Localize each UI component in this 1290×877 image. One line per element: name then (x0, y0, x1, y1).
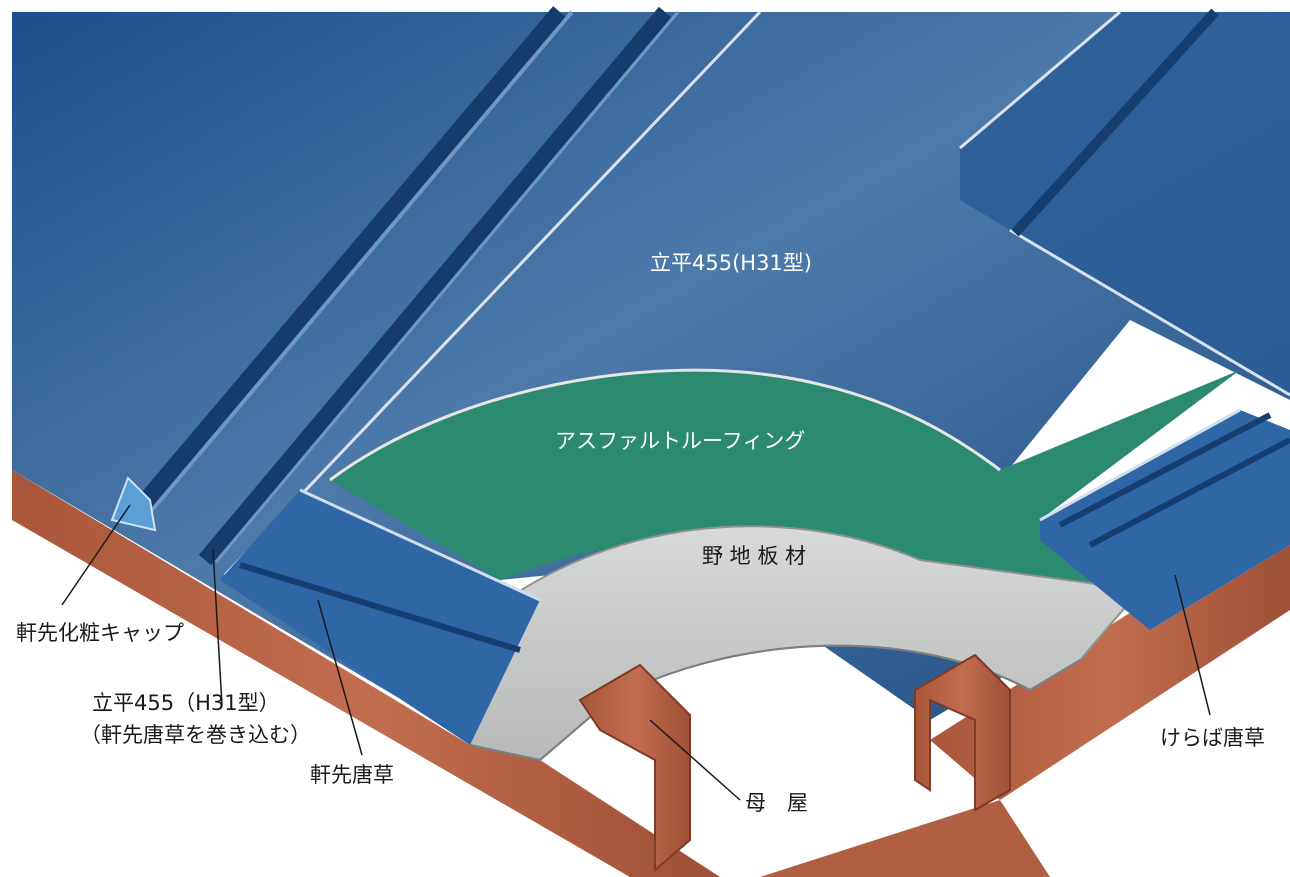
asphalt-roofing (330, 370, 1240, 610)
label-panel-line2: （軒先唐草を巻き込む） (80, 723, 311, 747)
purlin-right (914, 653, 1011, 812)
standing-seam-1 (123, 6, 567, 526)
label-asphalt: アスファルトルーフィング (555, 429, 805, 453)
label-eave-cap: 軒先化粧キャップ (16, 621, 184, 645)
leader-panel (212, 549, 223, 706)
label-sheathing: 野 地 板 材 (702, 544, 806, 568)
label-panel-line1: 立平455（H31型） (92, 691, 280, 715)
eave-cap (110, 476, 157, 532)
purlin-left (578, 663, 691, 873)
label-main-panel: 立平455(H31型) (650, 251, 812, 275)
eave-flashing (220, 490, 540, 745)
leader-eave-cap (61, 504, 131, 606)
leader-purlin (649, 719, 741, 801)
fascia-left (12, 470, 720, 877)
roof-step-right (960, 12, 1290, 395)
fascia-right (930, 545, 1290, 800)
fascia-right-lower (760, 800, 1050, 877)
verge-flashing (1040, 410, 1290, 630)
standing-seam-2 (198, 6, 672, 566)
label-purlin: 母 屋 (745, 791, 808, 815)
label-eave-flashing: 軒先唐草 (310, 763, 394, 787)
label-verge-flashing: けらば唐草 (1160, 726, 1265, 750)
leader-verge-flashing (1174, 574, 1211, 716)
leader-eave-flashing (317, 599, 363, 756)
